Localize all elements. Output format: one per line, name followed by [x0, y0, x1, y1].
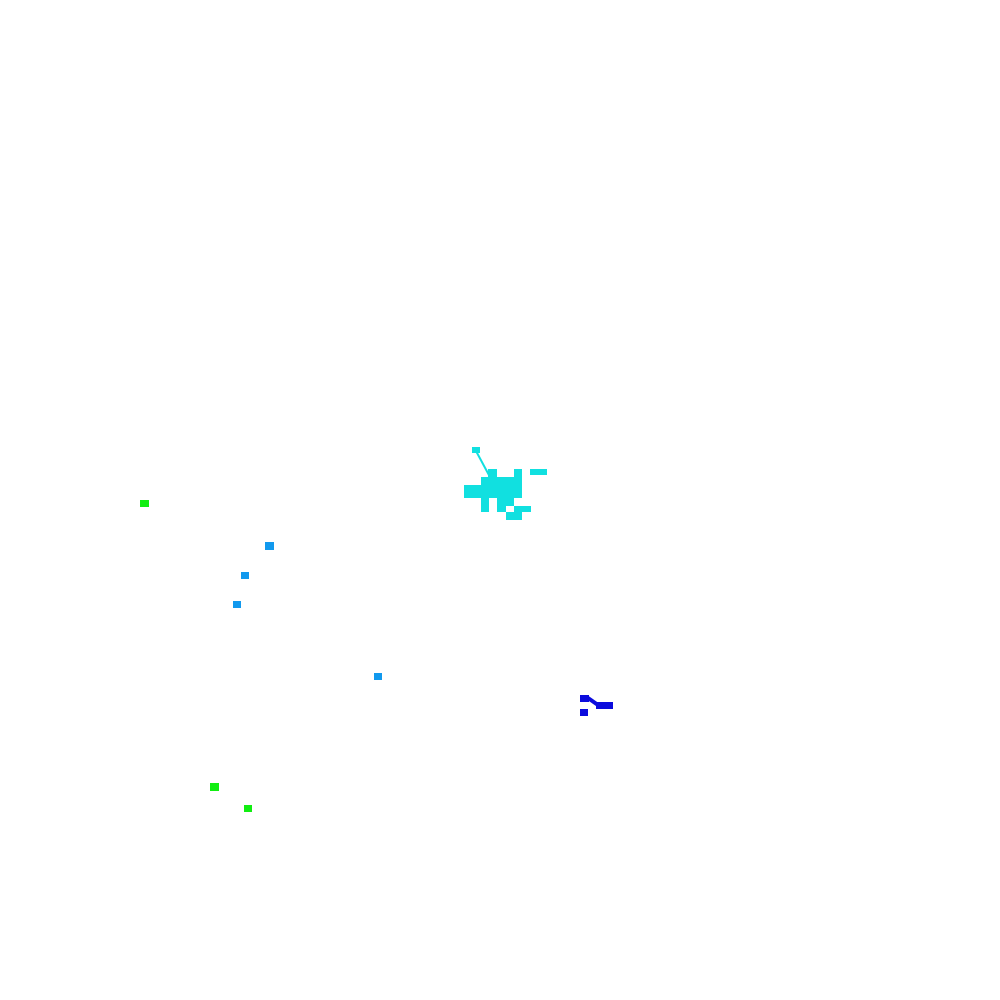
cyan-cell: [530, 469, 547, 475]
green-point: [210, 783, 219, 791]
light-blue-point: [241, 572, 249, 579]
green-point: [140, 500, 149, 507]
cyan-cell: [506, 512, 522, 520]
dark-blue-cell: [580, 695, 589, 702]
cyan-cell: [514, 506, 531, 512]
cyan-cell: [497, 506, 506, 512]
cyan-cluster-layer: [464, 447, 547, 520]
cyan-cluster-tail: [475, 450, 491, 478]
light-blue-point: [265, 542, 274, 550]
green-point: [244, 805, 252, 812]
light-blue-point: [374, 673, 382, 680]
cyan-cell: [481, 477, 522, 485]
dark-blue-cell: [580, 709, 588, 716]
light-blue-points-layer: [233, 542, 382, 680]
cyan-cell: [472, 447, 480, 453]
dark-blue-segment-layer: [580, 695, 613, 716]
cyan-cell: [497, 498, 514, 506]
cyan-cell: [488, 469, 497, 477]
green-points-layer: [140, 500, 252, 812]
cyan-cell: [514, 469, 522, 477]
cyan-cell: [464, 485, 522, 498]
cyan-cell: [481, 498, 489, 512]
dark-blue-cell: [596, 702, 613, 709]
light-blue-point: [233, 601, 241, 608]
